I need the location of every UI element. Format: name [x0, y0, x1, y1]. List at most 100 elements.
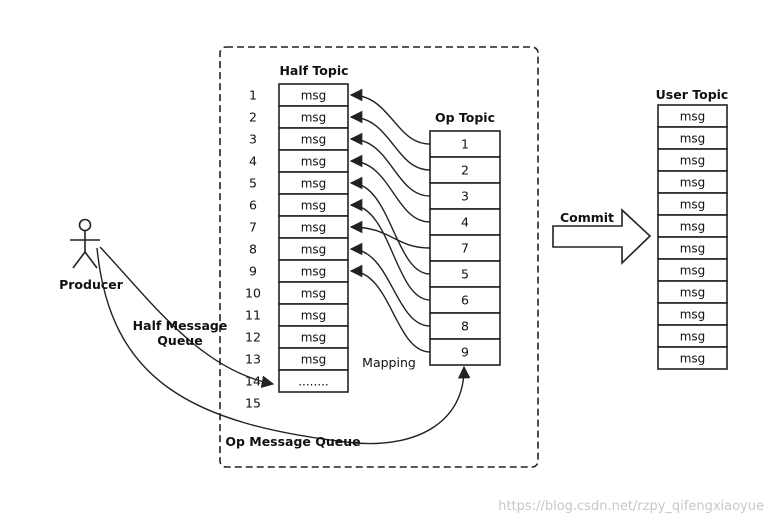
user-topic-cell: msg [657, 324, 728, 348]
user-topic-cell: msg [657, 302, 728, 326]
op-topic-cell: 4 [429, 208, 501, 236]
user-topic-cell: msg [657, 214, 728, 238]
mapping-arrow [349, 198, 431, 301]
user-topic-cell-text: msg [680, 132, 706, 146]
half-topic-row-number: 2 [249, 110, 257, 125]
half-topic-cell-text: msg [301, 353, 327, 367]
half-topic-cell: msg [278, 303, 349, 327]
op-topic-cell-text: 5 [461, 267, 469, 282]
half-topic-cell: msg [278, 237, 349, 261]
half-topic-cell: msg [278, 149, 349, 173]
half-topic-cell-text: msg [301, 177, 327, 191]
half-topic-row-number: 13 [245, 352, 261, 367]
op-topic-cell: 6 [429, 286, 501, 314]
half-topic-cell: msg [278, 105, 349, 129]
op-topic-cell: 7 [429, 234, 501, 262]
mapping-arrow [349, 132, 431, 197]
mapping-arrow [349, 176, 431, 275]
mapping-arrow [349, 264, 431, 353]
mapping-arrow [349, 220, 431, 249]
user-topic-cell-text: msg [680, 264, 706, 278]
op-topic-cell-text: 3 [461, 189, 469, 204]
op-topic-queue: 1 2 3 4 7 5 6 8 9 [429, 130, 501, 366]
half-topic-cell-text: msg [301, 309, 327, 323]
half-topic-row-number: 12 [245, 330, 261, 345]
op-topic-cell-text: 8 [461, 319, 469, 334]
user-topic-cell: msg [657, 148, 728, 172]
user-topic-cell-text: msg [680, 308, 706, 322]
half-topic-row-number: 6 [249, 198, 257, 213]
half-topic-cell: msg [278, 259, 349, 283]
dashed-boundary [219, 46, 539, 468]
producer-actor-icon [70, 218, 100, 269]
user-topic-title: User Topic [656, 87, 729, 102]
half-topic-cell-text: msg [301, 221, 327, 235]
half-message-queue-label-line2: Queue [157, 333, 202, 348]
half-topic-cell-text: msg [301, 199, 327, 213]
user-topic-cell: msg [657, 170, 728, 194]
half-topic-cell-text: msg [301, 243, 327, 257]
half-message-queue-arrow [99, 246, 275, 389]
op-topic-cell-text: 7 [461, 241, 469, 256]
user-topic-cell: msg [657, 104, 728, 128]
user-topic-cell: msg [657, 346, 728, 370]
user-topic-queue: msg msg msg msg msg msg msg msg msg msg msg msg [657, 104, 728, 370]
op-topic-cell-text: 1 [461, 137, 469, 152]
user-topic-cell-text: msg [680, 220, 706, 234]
half-topic-cell: msg [278, 171, 349, 195]
op-topic-cell: 5 [429, 260, 501, 288]
half-topic-queue: msg msg msg msg msg msg msg msg msg msg msg msg msg.… [278, 83, 349, 393]
half-topic-row-number: 1 [249, 88, 257, 103]
user-topic-cell: msg [657, 236, 728, 260]
half-topic-row-number: 11 [245, 308, 261, 323]
half-topic-row-number: 15 [245, 396, 261, 411]
half-topic-cell: msg [278, 325, 349, 349]
mapping-label: Mapping [362, 355, 416, 370]
user-topic-cell: msg [657, 258, 728, 282]
op-topic-cell-text: 9 [461, 345, 469, 360]
half-topic-cell: msg [278, 347, 349, 371]
half-topic-cell: msg [278, 193, 349, 217]
op-topic-cell-text: 4 [461, 215, 469, 230]
op-topic-cell: 1 [429, 130, 501, 158]
op-topic-cell-text: 2 [461, 163, 469, 178]
user-topic-cell-text: msg [680, 286, 706, 300]
half-topic-cell: ........ [278, 369, 349, 393]
half-topic-cell: msg [278, 83, 349, 107]
user-topic-cell-text: msg [680, 154, 706, 168]
op-message-queue-arrow [96, 247, 471, 445]
watermark-text: https://blog.csdn.net/rzpy_qifengxiaoyue [498, 499, 764, 514]
op-topic-cell: 9 [429, 338, 501, 366]
commit-arrow [552, 208, 652, 265]
half-topic-row-number: 5 [249, 176, 257, 191]
half-topic-cell-text: msg [301, 331, 327, 345]
user-topic-cell-text: msg [680, 330, 706, 344]
half-topic-cell: msg [278, 127, 349, 151]
half-topic-cell-text: msg [301, 265, 327, 279]
user-topic-cell: msg [657, 126, 728, 150]
user-topic-cell-text: msg [680, 352, 706, 366]
mapping-connectors [349, 88, 431, 353]
mapping-arrow [349, 242, 431, 327]
half-topic-title: Half Topic [279, 63, 348, 78]
mapping-arrow [349, 88, 431, 145]
half-topic-row-number: 8 [249, 242, 257, 257]
half-topic-cell-text: msg [301, 133, 327, 147]
op-topic-cell: 8 [429, 312, 501, 340]
producer-label: Producer [59, 277, 124, 292]
op-topic-cell: 3 [429, 182, 501, 210]
half-topic-row-number: 9 [249, 264, 257, 279]
half-topic-cell-text: msg [301, 89, 327, 103]
half-topic-row-number: 4 [249, 154, 257, 169]
commit-label: Commit [560, 210, 614, 225]
user-topic-cell-text: msg [680, 110, 706, 124]
half-topic-cell-text: msg [301, 155, 327, 169]
op-topic-cell-text: 6 [461, 293, 469, 308]
half-message-queue-label-line1: Half Message [133, 318, 228, 333]
user-topic-cell-text: msg [680, 198, 706, 212]
half-topic-cell-text: msg [301, 287, 327, 301]
user-topic-cell: msg [657, 192, 728, 216]
op-message-queue-label: Op Message Queue [225, 434, 360, 449]
